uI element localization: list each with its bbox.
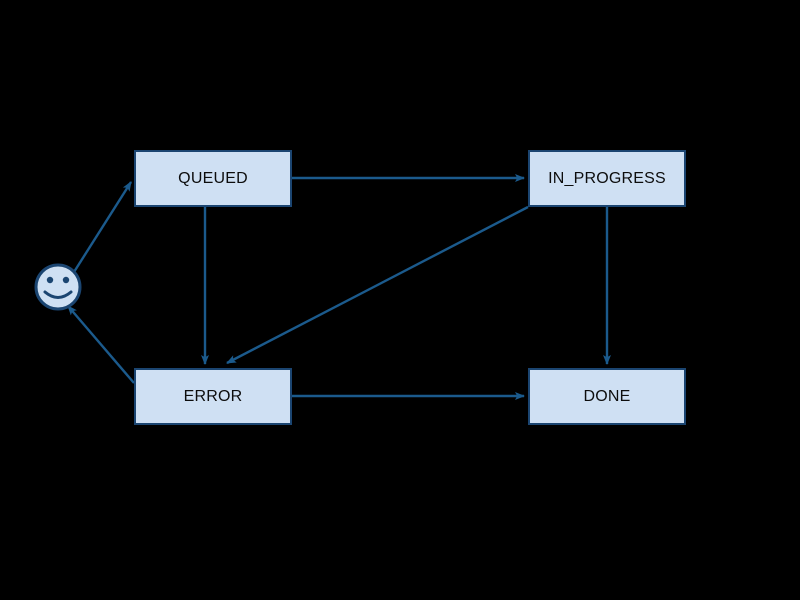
state-label-in-progress: IN_PROGRESS: [548, 169, 666, 187]
state-label-queued: QUEUED: [178, 169, 248, 187]
smiley-eye-left-icon: [46, 276, 54, 284]
start-smiley-node[interactable]: [34, 263, 82, 311]
smiley-eye-right-icon: [62, 276, 70, 284]
edge-start-to-queued: [72, 181, 133, 273]
state-node-error[interactable]: ERROR: [134, 368, 292, 425]
state-label-error: ERROR: [183, 387, 243, 405]
state-node-queued[interactable]: QUEUED: [134, 150, 292, 207]
smiley-mouth-icon: [43, 290, 73, 299]
state-node-in-progress[interactable]: IN_PROGRESS: [528, 150, 686, 207]
edge-error-to-start: [67, 305, 135, 384]
state-node-done[interactable]: DONE: [528, 368, 686, 425]
state-label-done: DONE: [583, 387, 631, 405]
edge-in-progress-to-error: [226, 205, 529, 365]
smiley-face-icon-circle: [34, 263, 82, 311]
